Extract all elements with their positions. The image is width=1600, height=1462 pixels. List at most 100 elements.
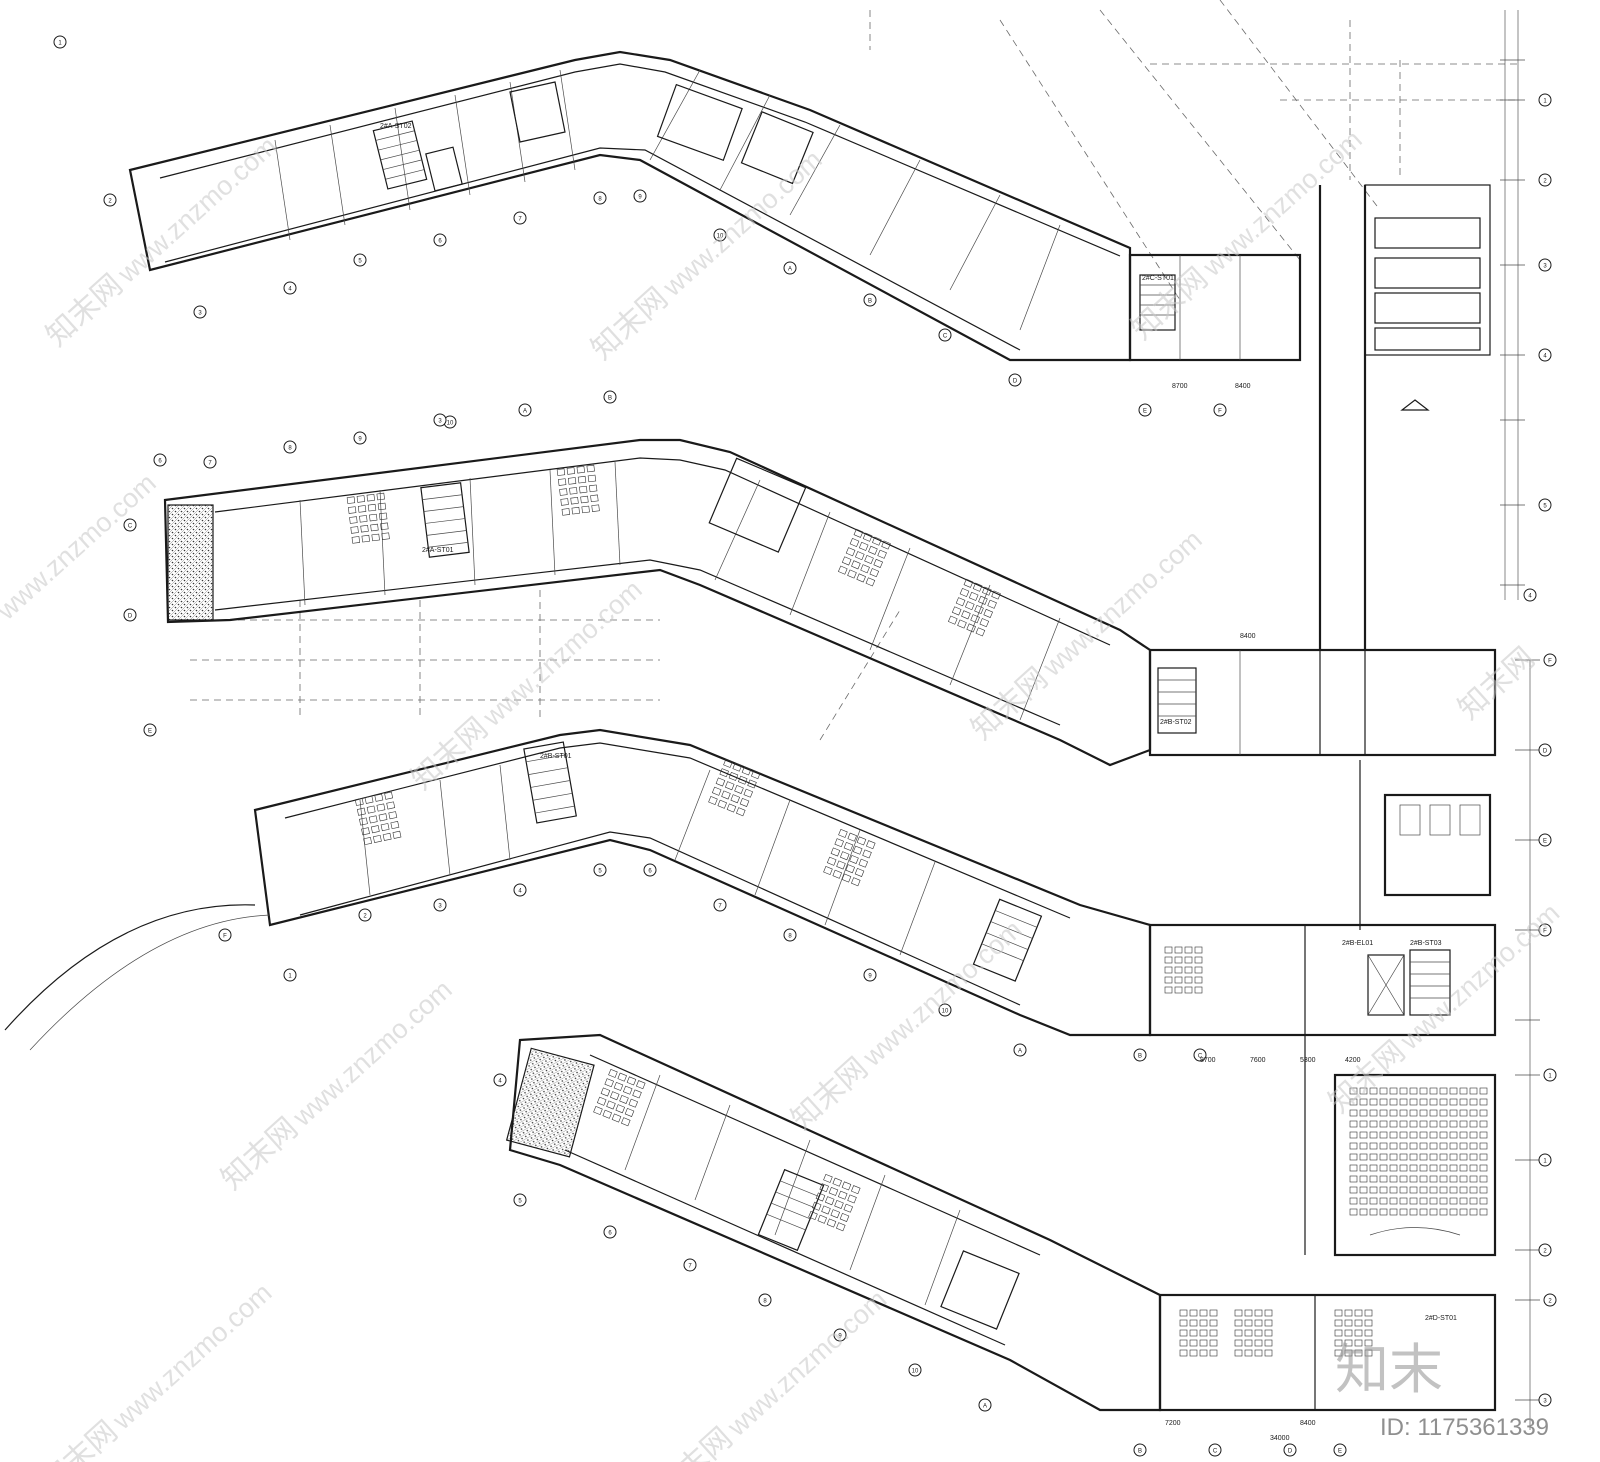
seat [1164, 956, 1173, 964]
seat [364, 795, 374, 804]
auditorium-seat [1469, 1153, 1478, 1161]
site-grid [190, 0, 1520, 741]
seat [821, 1205, 831, 1215]
seat [587, 474, 597, 483]
dim-label: 8700 [1172, 383, 1188, 390]
seat [619, 1094, 629, 1104]
auditorium-seat [1429, 1087, 1438, 1095]
auditorium-seat [1449, 1153, 1458, 1161]
seat [841, 873, 852, 883]
seat [376, 803, 386, 812]
seat [1194, 946, 1203, 954]
auditorium-seat [1479, 1109, 1488, 1117]
seat [628, 1098, 639, 1108]
auditorium-seat [1479, 1186, 1488, 1194]
seat [611, 1113, 622, 1123]
seat-cluster [808, 1173, 861, 1232]
axis-bubble-label: 8 [598, 196, 602, 202]
axis-bubble: 5 [353, 253, 367, 267]
axis-bubble: 7 [513, 211, 527, 225]
seat [987, 599, 997, 609]
seat [1184, 966, 1193, 974]
seat [1199, 1319, 1208, 1327]
axis-bubble: 2 [1538, 173, 1552, 187]
site-boundary-arc [4, 904, 256, 1031]
seat [1244, 1309, 1253, 1317]
auditorium-seat [1359, 1153, 1368, 1161]
axis-bubble: 1 [1538, 1153, 1552, 1167]
auditorium-seat [1369, 1131, 1378, 1139]
axis-bubble-label: 8 [763, 1298, 767, 1304]
axis-bubble: 9 [633, 189, 647, 203]
seat [872, 536, 882, 546]
seat [382, 832, 392, 841]
seat [726, 803, 737, 813]
seat [739, 797, 750, 807]
axis-bubble-label: 5 [598, 868, 602, 874]
auditorium-seat [1439, 1175, 1448, 1183]
seat [991, 590, 1001, 600]
seat [832, 1177, 842, 1187]
seat [1344, 1319, 1353, 1327]
watermark-site-url: www.znzmo.com [0, 468, 162, 626]
seat [830, 847, 841, 857]
seat [1164, 976, 1173, 984]
auditorium-seat [1429, 1164, 1438, 1172]
auditorium-seat [1419, 1142, 1428, 1150]
axis-bubble-label: 9 [358, 436, 362, 442]
room-tags: 2#A-ST01 2#B-ST01 2#B-ST02 2#C-ST01 2#B-… [380, 123, 1457, 1322]
axis-bubble: 9 [353, 431, 367, 445]
auditorium-seat [1479, 1120, 1488, 1128]
seat [1344, 1339, 1353, 1347]
auditorium-seat [1369, 1087, 1378, 1095]
auditorium-seat [1399, 1120, 1408, 1128]
seat [972, 582, 983, 592]
dim-label: 5300 [1300, 1057, 1316, 1064]
auditorium-seat [1479, 1098, 1488, 1106]
axis-bubble: 1 [1543, 1068, 1557, 1082]
auditorium-seat [1459, 1164, 1468, 1172]
seat [590, 494, 599, 503]
axis-bubble: 9 [863, 968, 877, 982]
axis-bubble: D [1283, 1443, 1297, 1457]
auditorium-seat [1419, 1098, 1428, 1106]
axis-bubble: B [1133, 1048, 1147, 1062]
auditorium-seat [1389, 1109, 1398, 1117]
seat [955, 597, 966, 607]
axis-bubble-label: 10 [942, 1008, 949, 1014]
seat [734, 784, 744, 794]
auditorium-seat [1409, 1098, 1418, 1106]
auditorium-seat [1389, 1087, 1398, 1095]
seat [359, 515, 368, 523]
seat [845, 547, 856, 557]
auditorium-seat [1359, 1208, 1368, 1216]
seat [1334, 1329, 1343, 1337]
seat [591, 504, 600, 512]
room-tag: 2#B-EL01 [1342, 940, 1373, 947]
auditorium-seat [1469, 1186, 1478, 1194]
dim-label: 8700 [1200, 1057, 1216, 1064]
auditorium-seat [1409, 1087, 1418, 1095]
seat [621, 1117, 631, 1127]
seat [1189, 1349, 1198, 1357]
seat [354, 797, 364, 806]
axis-bubble: 1 [1538, 93, 1552, 107]
auditorium-seat [1459, 1098, 1468, 1106]
seat [606, 1100, 616, 1110]
seat [732, 762, 742, 772]
seat [1164, 986, 1173, 994]
seat [1264, 1319, 1273, 1327]
axis-bubble-label: 3 [198, 310, 202, 316]
axis-bubble-label: 1 [288, 973, 292, 979]
seat [556, 468, 566, 476]
axis-bubble-label: 7 [208, 460, 212, 466]
seat [1354, 1339, 1363, 1347]
seat [1194, 986, 1203, 994]
seat [559, 488, 568, 496]
seat [1179, 1349, 1188, 1357]
seat [361, 827, 370, 836]
seat [622, 1085, 633, 1095]
seat [371, 533, 380, 542]
seat [811, 1201, 822, 1211]
seat [1179, 1319, 1188, 1327]
